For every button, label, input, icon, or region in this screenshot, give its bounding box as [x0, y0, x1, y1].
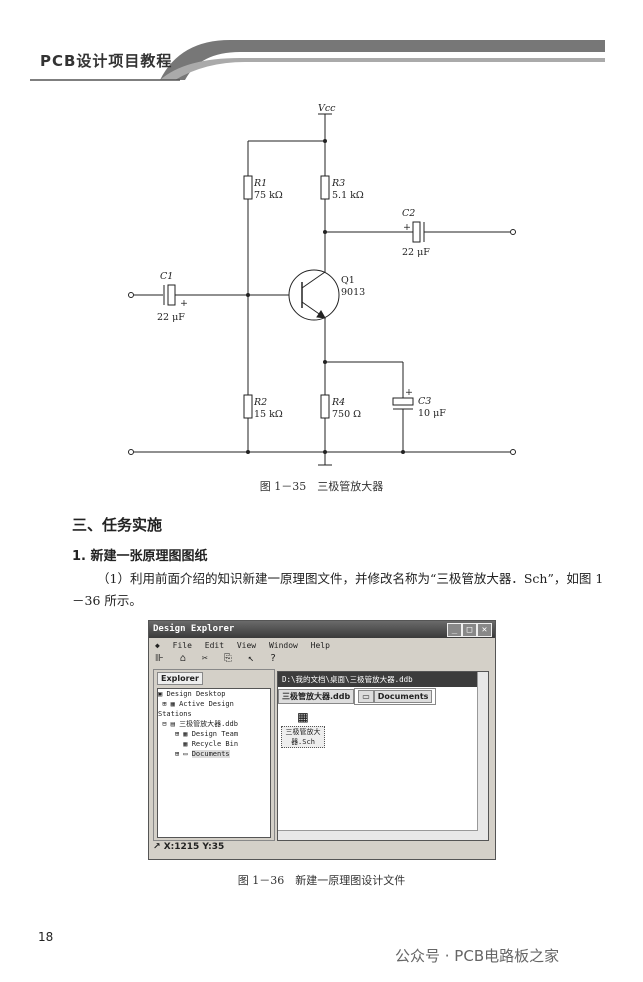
- schematic-file-icon: ▦: [298, 707, 308, 726]
- body-paragraph: （1）利用前面介绍的知识新建一原理图文件，并修改名称为“三极管放大器．Sch”，…: [72, 571, 604, 608]
- c3-name: C3: [418, 396, 431, 407]
- header-swoosh: [30, 40, 605, 81]
- vertical-scrollbar[interactable]: [477, 672, 488, 840]
- page-number: 18: [38, 930, 54, 944]
- r4-name: R4: [331, 397, 345, 408]
- figure-caption: 图 1－35 三极管放大器: [259, 480, 384, 493]
- menu-help[interactable]: Help: [310, 641, 330, 650]
- tree-icon: ▣: [158, 690, 167, 698]
- window-title: Design Explorer: [153, 624, 235, 634]
- figure-caption: 图 1－36 新建一原理图设计文件: [237, 874, 406, 887]
- r2-value: 15 kΩ: [254, 409, 283, 420]
- menu-window[interactable]: Window: [268, 641, 298, 650]
- tree-item-documents[interactable]: ⊞ ▭ Documents: [158, 750, 230, 758]
- path-bar: D:\我的文档\桌面\三极管放大器.ddb: [278, 672, 478, 687]
- explorer-panel: Explorer ▣ Design Desktop ⊞ ▦ Active Des…: [153, 669, 275, 841]
- explorer-toggle-icon[interactable]: ⊪: [155, 653, 164, 664]
- menu-view[interactable]: View: [236, 641, 257, 650]
- minimize-button[interactable]: _: [447, 623, 462, 637]
- design-explorer-window: Design Explorer _ □ ✕ ◆ File Edit View W…: [148, 620, 496, 860]
- folder-icon: ▭: [358, 690, 374, 703]
- cursor-icon: ↗: [153, 842, 164, 852]
- sch-file-item[interactable]: ▦ 三极管放大器.Sch: [281, 707, 325, 748]
- c2-value: 22 μF: [402, 247, 430, 258]
- menu-file[interactable]: File: [172, 641, 192, 650]
- tab-ddb[interactable]: 三极管放大器.ddb: [278, 689, 355, 704]
- help-icon[interactable]: ?: [269, 653, 276, 664]
- c3-plus: +: [405, 387, 413, 398]
- r2-name: R2: [253, 397, 267, 408]
- c1-plus: +: [180, 298, 188, 309]
- tree-view: ▣ Design Desktop ⊞ ▦ Active Design Stati…: [157, 688, 271, 838]
- pointer-icon[interactable]: ↖: [247, 653, 254, 664]
- tree-item[interactable]: ⊞ ▦ Active Design Stations: [158, 700, 234, 718]
- q1-name: Q1: [341, 275, 355, 286]
- cut-icon[interactable]: ✂: [201, 653, 208, 664]
- tree-icon: ⊞ ▦: [158, 730, 192, 738]
- open-folder-icon[interactable]: ⌂: [179, 653, 186, 664]
- toolbar: ⊪ ⌂ ✂ ⎘ ↖ ?: [155, 653, 286, 667]
- tab-explorer[interactable]: Explorer: [157, 672, 203, 685]
- r3-name: R3: [331, 178, 345, 189]
- tree-icon: ⊞ ▦: [158, 700, 180, 708]
- q1-value: 9013: [341, 287, 365, 298]
- close-button[interactable]: ✕: [477, 623, 492, 637]
- tree-item[interactable]: ▣ Design Desktop: [158, 690, 226, 698]
- maximize-button[interactable]: □: [462, 623, 477, 637]
- menu-bar: ◆ File Edit View Window Help: [149, 639, 495, 652]
- r4-value: 750 Ω: [332, 409, 361, 420]
- app-menu-icon[interactable]: ◆: [155, 641, 160, 650]
- cursor-coordinates: X:1215 Y:35: [163, 842, 225, 852]
- c3-value: 10 μF: [418, 408, 446, 419]
- tree-item[interactable]: ⊞ ▦ Design Team: [158, 730, 239, 738]
- c2-plus: +: [403, 222, 411, 233]
- title-bar[interactable]: Design Explorer: [149, 621, 495, 638]
- circuit-diagram: Vcc R1 75 kΩ R3 5.1 kΩ C2 + 22 μF C1 + 2…: [128, 103, 516, 466]
- c2-name: C2: [402, 208, 415, 219]
- tree-item[interactable]: ⊟ ▤ 三极管放大器.ddb: [158, 720, 238, 728]
- tab-documents[interactable]: ▭ Documents: [354, 688, 437, 705]
- section-heading: 三、任务实施: [72, 516, 163, 534]
- tree-icon: ⊟ ▤: [158, 720, 180, 728]
- tree-item[interactable]: ▦ Recycle Bin: [158, 740, 239, 748]
- c1-name: C1: [160, 271, 173, 282]
- subsection-heading: 1. 新建一张原理图图纸: [72, 549, 208, 564]
- document-tabs: 三极管放大器.ddb▭ Documents: [278, 688, 478, 705]
- horizontal-scrollbar[interactable]: [278, 830, 478, 840]
- menu-edit[interactable]: Edit: [204, 641, 225, 650]
- r1-value: 75 kΩ: [254, 190, 283, 201]
- copy-icon[interactable]: ⎘: [223, 653, 232, 664]
- vcc-label: Vcc: [318, 103, 336, 114]
- tree-icon: ⊞ ▭: [158, 750, 192, 758]
- c1-value: 22 μF: [157, 312, 185, 323]
- status-bar: ↗ X:1215 Y:35: [153, 842, 224, 852]
- watermark: 公众号 · PCB电路板之家: [395, 947, 560, 965]
- r3-value: 5.1 kΩ: [332, 190, 364, 201]
- r1-name: R1: [253, 178, 267, 189]
- book-title: PCB设计项目教程: [40, 52, 173, 70]
- document-panel: D:\我的文档\桌面\三极管放大器.ddb 三极管放大器.ddb▭ Docume…: [277, 671, 489, 841]
- tree-icon: ▦: [158, 740, 192, 748]
